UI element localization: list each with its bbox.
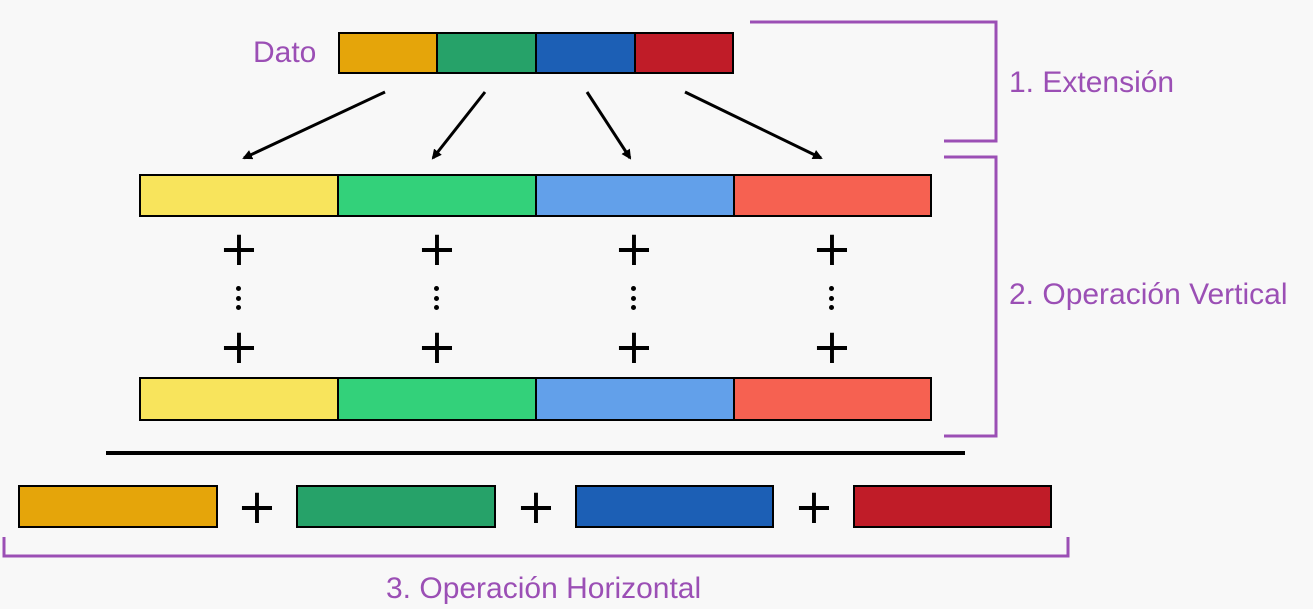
data-segment-3 (535, 32, 636, 74)
plus-sign: + (515, 479, 557, 535)
ellipsis-vertical (434, 286, 440, 310)
data-segment-1 (338, 32, 438, 74)
vector-bottom-segment-1 (139, 377, 339, 421)
plus-sign: + (613, 319, 655, 375)
plus-sign: + (811, 221, 853, 277)
data-segment-2 (436, 32, 537, 74)
vector-top-segment-4 (733, 174, 932, 217)
bracket-horizontal (2, 537, 1070, 558)
horizontal-term-2 (296, 485, 496, 528)
arrow-3 (585, 91, 632, 160)
dato-label: Dato (253, 36, 317, 69)
plus-sign: + (793, 479, 835, 535)
plus-sign: + (811, 319, 853, 375)
ellipsis-vertical (631, 286, 637, 310)
bracket-extension (750, 20, 998, 143)
vector-top-segment-3 (535, 174, 735, 217)
ellipsis-vertical (829, 286, 835, 310)
vector-row-top (139, 174, 932, 217)
plus-sign: + (416, 319, 458, 375)
plus-sign: + (218, 221, 260, 277)
horizontal-terms (18, 485, 1052, 528)
data-segment-4 (634, 32, 734, 74)
plus-sign: + (416, 221, 458, 277)
arrow-1 (242, 90, 386, 160)
vector-bottom-segment-4 (733, 377, 932, 421)
horizontal-term-3 (575, 485, 774, 528)
plus-sign: + (236, 479, 278, 535)
data-register (338, 32, 734, 74)
step-1-label: 1. Extensión (1009, 66, 1175, 99)
extension-arrows (242, 90, 823, 160)
horizontal-term-1 (18, 485, 218, 528)
ellipsis-vertical (236, 286, 242, 310)
bracket-vertical (944, 155, 998, 438)
vector-row-bottom (139, 377, 932, 421)
arrow-2 (431, 91, 487, 160)
horizontal-term-4 (853, 485, 1052, 528)
vector-bottom-segment-2 (337, 377, 537, 421)
vector-top-segment-2 (337, 174, 537, 217)
plus-sign: + (613, 221, 655, 277)
step-2-label: 2. Operación Vertical (1009, 278, 1288, 311)
vector-bottom-segment-3 (535, 377, 735, 421)
plus-sign: + (218, 319, 260, 375)
vector-top-segment-1 (139, 174, 339, 217)
arrow-4 (684, 90, 823, 160)
step-3-label: 3. Operación Horizontal (386, 572, 702, 605)
